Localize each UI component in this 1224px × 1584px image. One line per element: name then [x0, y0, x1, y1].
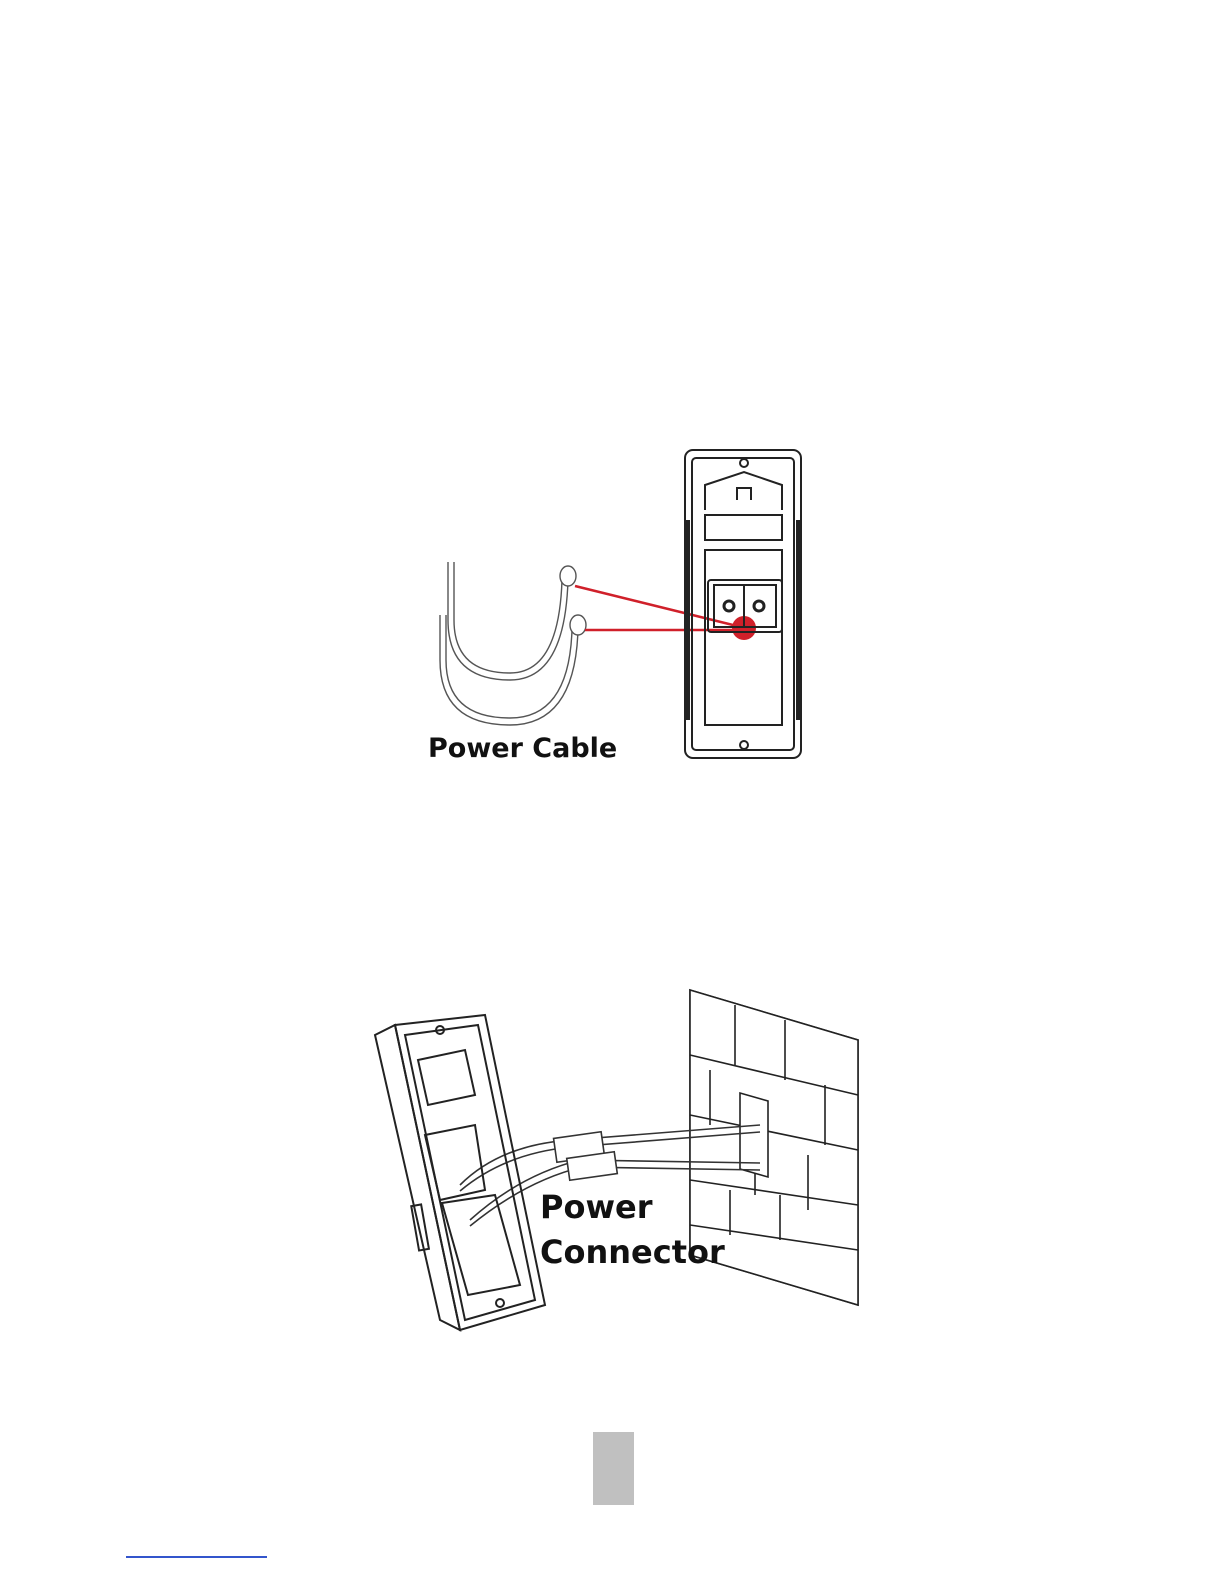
- footer-rule: [126, 1556, 267, 1558]
- wall-connection-figure: [360, 985, 870, 1335]
- page-number-box: [593, 1432, 634, 1505]
- power-connector-label-line1: Power: [540, 1185, 725, 1230]
- doorbell-tilted-icon: [375, 1015, 545, 1330]
- power-cable-icon: [440, 562, 586, 725]
- doorbell-back-icon: [685, 450, 801, 758]
- power-cable-label: Power Cable: [428, 733, 617, 764]
- power-connector-label-line2: Connector: [540, 1230, 725, 1275]
- doorbell-back-figure: [400, 440, 840, 770]
- power-connector-label: Power Connector: [540, 1185, 725, 1275]
- connection-lines: [575, 586, 737, 630]
